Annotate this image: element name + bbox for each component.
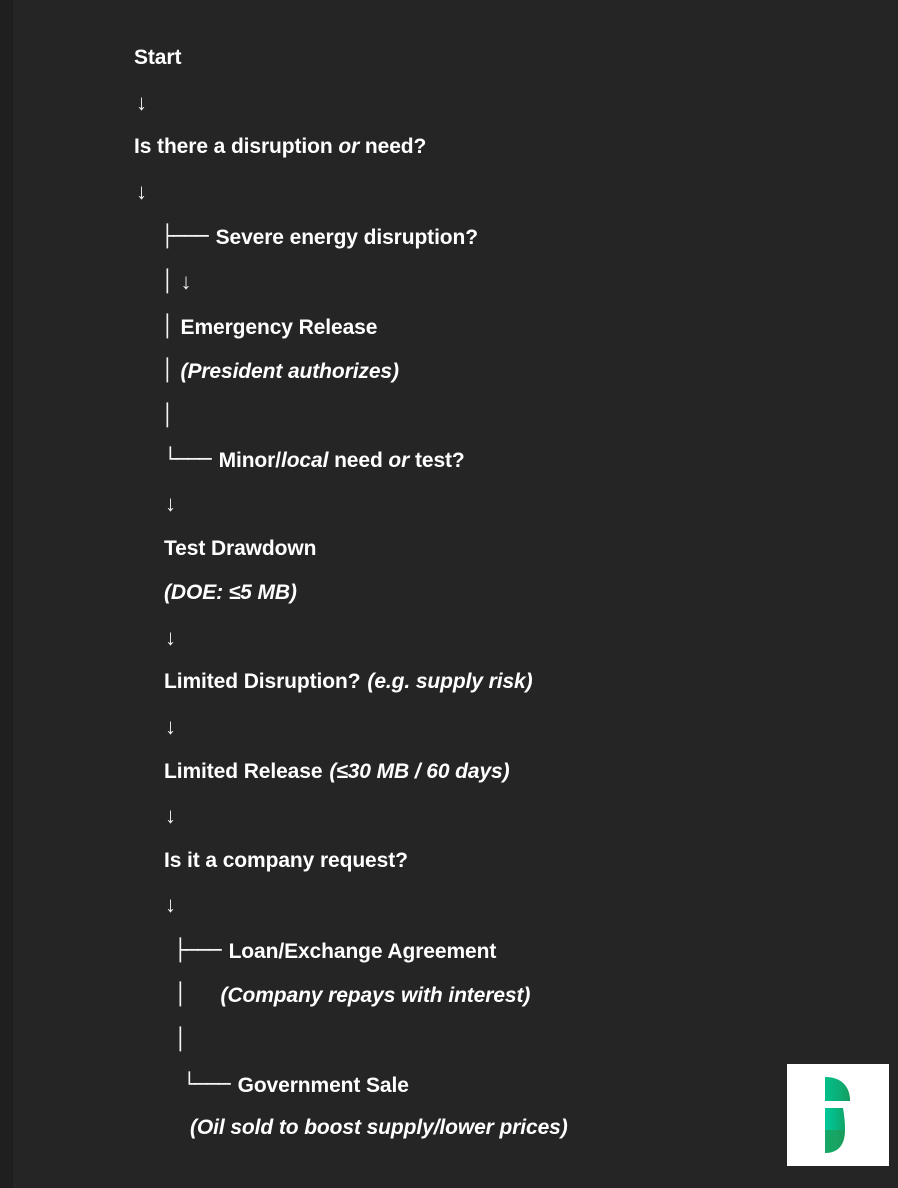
node-emergency-release: │Emergency Release [134, 304, 834, 349]
tree-branch-elbow-icon: └─── [183, 1071, 231, 1096]
arrow-down-icon: ↓ [165, 713, 176, 739]
tree-vertical-icon: │ [174, 1027, 187, 1052]
arrow-down-2: ↓ [134, 170, 834, 215]
minor-branch-mid: need [328, 449, 389, 473]
limited-release-note-label: (≤30 MB / 60 days) [329, 759, 510, 783]
gov-sale-note-label: (Oil sold to boost supply/lower prices) [190, 1116, 568, 1140]
limited-release-label: Limited Release [164, 759, 323, 783]
loan-note-label: (Company repays with interest) [220, 984, 531, 1008]
arrow-down-5: ↓ [134, 616, 834, 661]
minor-branch-post: test? [409, 449, 465, 473]
node-test-drawdown-note: (DOE: ≤5 MB) [134, 571, 834, 616]
arrow-down-6: ↓ [134, 705, 834, 750]
arrow-down-icon: ↓ [165, 624, 176, 650]
emergency-release-note-label: (President authorizes) [180, 360, 399, 384]
arrow-down-8: ↓ [134, 883, 834, 928]
arrow-down-icon: ↓ [165, 892, 176, 918]
emergency-release-label: Emergency Release [180, 315, 378, 339]
branch-government-sale: └───Government Sale [134, 1062, 834, 1107]
node-test-drawdown: Test Drawdown [134, 527, 834, 572]
minor-branch-emphasis-local: local [280, 449, 329, 473]
tree-vertical-icon: │ [174, 982, 187, 1007]
tree-vertical-icon: │ [161, 268, 174, 293]
limited-disruption-label: Limited Disruption? [164, 670, 361, 694]
limited-disruption-note-label: (e.g. supply risk) [367, 670, 533, 694]
arrow-down-icon: ↓ [136, 178, 147, 204]
tree-branch-tee-icon: ├─── [174, 937, 222, 962]
tree-branch-tee-icon: ├─── [161, 224, 209, 249]
root-question-pre: Is there a disruption [134, 135, 339, 159]
gov-sale-label: Government Sale [237, 1073, 409, 1097]
test-drawdown-label: Test Drawdown [164, 536, 317, 560]
stylized-letter-i-logo-icon [825, 1077, 850, 1153]
arrow-down-7: ↓ [134, 794, 834, 839]
node-loan-note: │ (Company repays with interest) [134, 972, 834, 1017]
tree-vertical-icon: │ [161, 313, 174, 338]
tree-vertical-spacer-1: │ [134, 393, 834, 438]
node-company-request-question: Is it a company request? [134, 839, 834, 884]
tree-branch-elbow-icon: └─── [164, 447, 212, 472]
node-start-label: Start [134, 46, 182, 69]
arrow-down-icon: ↓ [165, 490, 176, 516]
company-request-label: Is it a company request? [164, 848, 408, 872]
node-limited-disruption: Limited Disruption?(e.g. supply risk) [134, 660, 834, 705]
arrow-down-1: ↓ [134, 81, 834, 126]
brand-logo [787, 1064, 889, 1166]
node-emergency-release-note: │(President authorizes) [134, 348, 834, 393]
arrow-down-3-row: │↓ [134, 259, 834, 304]
node-government-sale-note: (Oil sold to boost supply/lower prices) [134, 1106, 834, 1151]
minor-branch-pre: Minor/ [218, 449, 281, 473]
decision-flow-tree: Start ↓ Is there a disruption or need? ↓… [134, 36, 834, 1151]
arrow-down-icon: ↓ [165, 803, 176, 829]
arrow-down-icon: ↓ [180, 268, 192, 294]
tree-vertical-spacer-2: │ [134, 1017, 834, 1062]
tree-vertical-icon: │ [161, 402, 174, 427]
loan-agreement-label: Loan/Exchange Agreement [228, 939, 497, 963]
tree-vertical-icon: │ [161, 358, 174, 383]
minor-branch-emphasis-or: or [388, 449, 410, 473]
test-drawdown-note-label: (DOE: ≤5 MB) [164, 581, 297, 605]
branch-severe-label: Severe energy disruption? [215, 226, 479, 250]
root-question-post: need? [359, 135, 427, 159]
node-limited-release: Limited Release(≤30 MB / 60 days) [134, 750, 834, 795]
arrow-down-icon: ↓ [136, 89, 147, 115]
node-root-question: Is there a disruption or need? [134, 125, 834, 170]
node-start: Start [134, 36, 834, 81]
branch-minor-local-need: └───Minor/local need or test? [134, 437, 834, 482]
arrow-down-4: ↓ [134, 482, 834, 527]
root-question-emphasis: or [338, 135, 360, 159]
branch-loan-exchange-agreement: ├───Loan/Exchange Agreement [134, 928, 834, 973]
branch-severe-energy-disruption: ├───Severe energy disruption? [134, 214, 834, 259]
